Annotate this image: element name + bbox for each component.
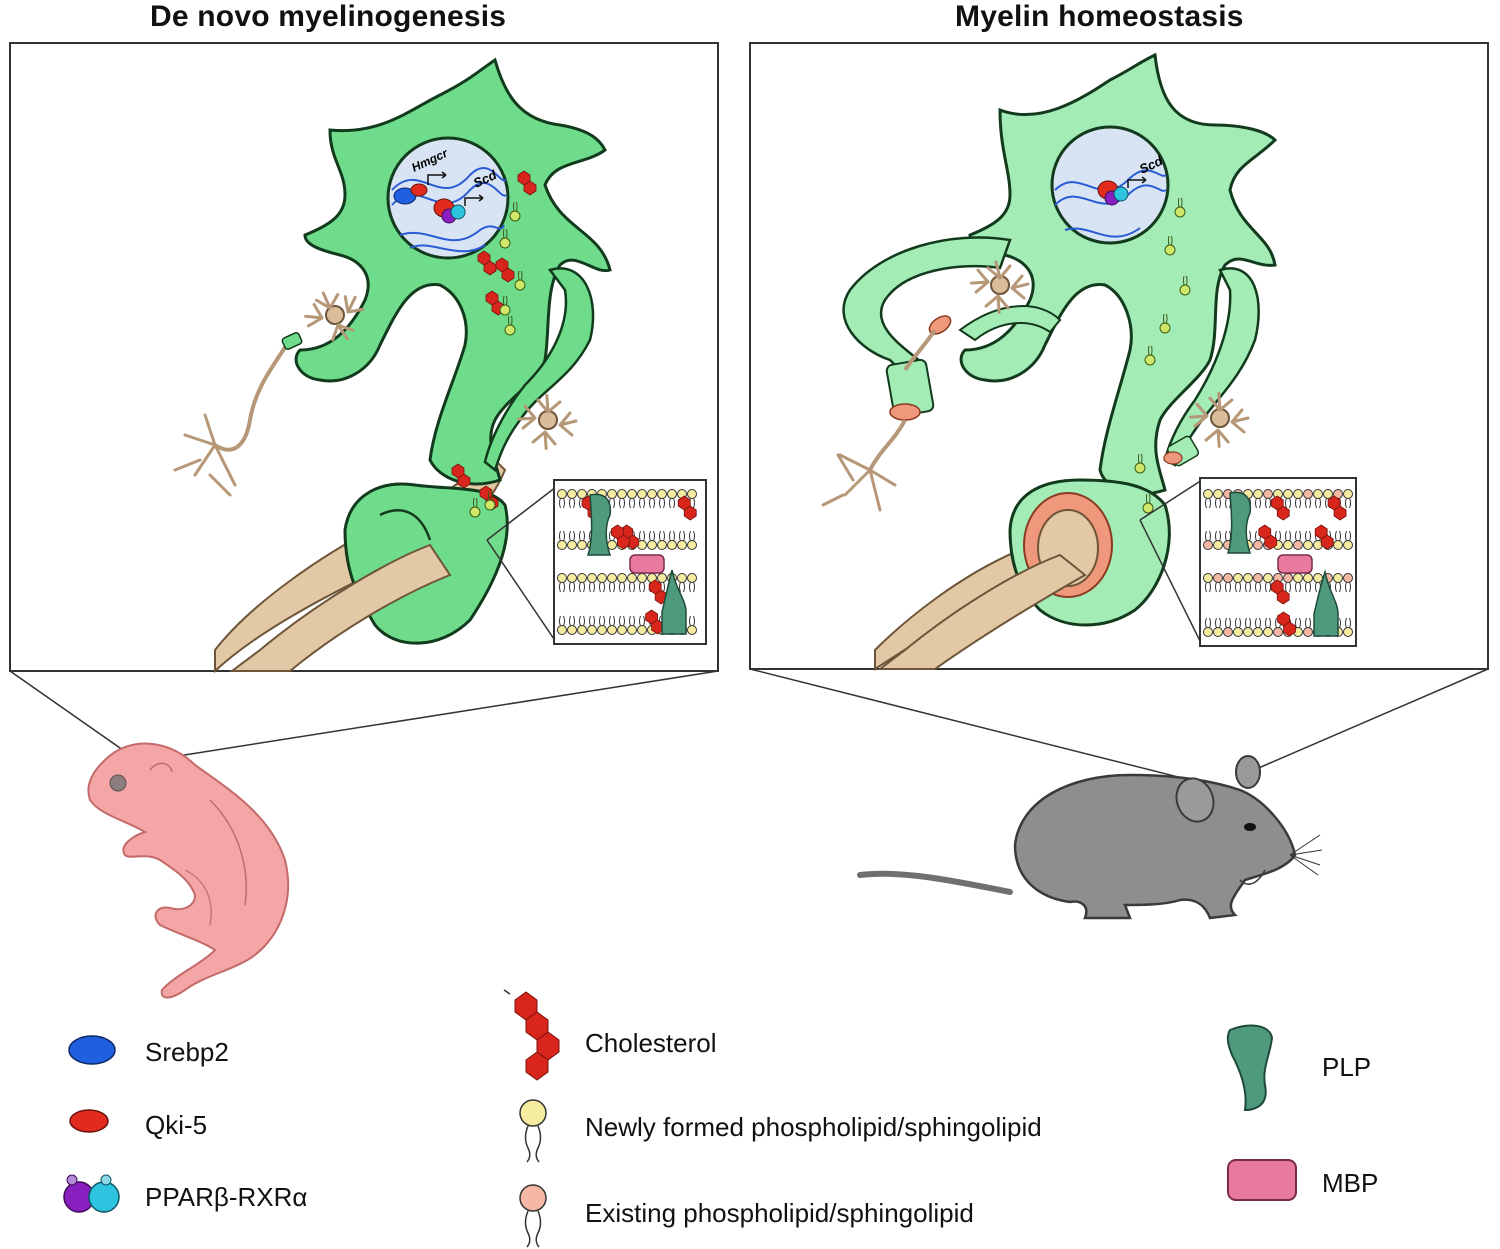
left-panel: Hmgcr Scd bbox=[9, 42, 719, 674]
legend-srebp2-label: Srebp2 bbox=[145, 1037, 229, 1067]
axon-right-front bbox=[877, 553, 1087, 670]
legend-existing-label: Existing phospholipid/sphingolipid bbox=[585, 1198, 974, 1228]
mbp-icon bbox=[1227, 1159, 1297, 1201]
plp-icon bbox=[1226, 1024, 1274, 1111]
srebp2-icon bbox=[68, 1035, 116, 1065]
ppar-rxr-icon bbox=[63, 1174, 120, 1213]
adult-mouse-illustration bbox=[857, 755, 1323, 920]
legend-cholesterol-label: Cholesterol bbox=[585, 1028, 717, 1058]
process-left bbox=[483, 267, 595, 473]
membrane-inset-left bbox=[553, 479, 707, 645]
mouse-pup-illustration bbox=[87, 742, 290, 999]
cholesterol-icon bbox=[503, 989, 560, 1081]
qki5-icon bbox=[69, 1109, 109, 1133]
legend-plp-label: PLP bbox=[1322, 1052, 1372, 1082]
membrane-inset-right bbox=[1199, 477, 1357, 647]
legend-qki5-label: Qki-5 bbox=[145, 1110, 208, 1140]
axon-left-front bbox=[229, 543, 452, 672]
legend bbox=[63, 989, 1297, 1248]
existing-lipid-icon bbox=[519, 1184, 547, 1248]
legend-ppar-label: PPARβ-RXRα bbox=[145, 1182, 308, 1212]
legend-newly-label: Newly formed phospholipid/sphingolipid bbox=[585, 1112, 1042, 1142]
legend-mbp-label: MBP bbox=[1322, 1168, 1379, 1198]
nucleus-left bbox=[386, 136, 510, 260]
newly-formed-lipid-icon bbox=[519, 1099, 547, 1163]
panel-title-de-novo: De novo myelinogenesis bbox=[150, 0, 507, 33]
right-panel: Scd bbox=[749, 42, 1489, 671]
panel-title-homeostasis: Myelin homeostasis bbox=[955, 0, 1244, 33]
